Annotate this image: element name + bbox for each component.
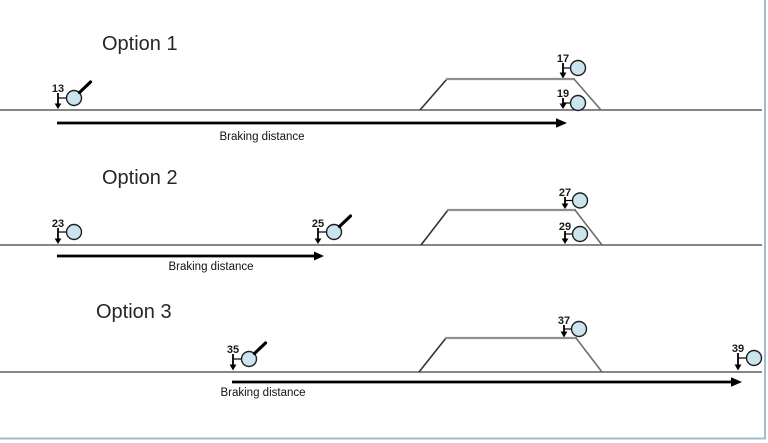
braking-distance-label: Braking distance xyxy=(168,261,253,273)
signal-location-arrowhead-icon xyxy=(54,103,62,109)
braking-distance-1: Braking distance xyxy=(57,118,567,143)
signal-13: 13 xyxy=(52,80,93,109)
signal-head-icon xyxy=(325,223,343,241)
loop-exit-turnout xyxy=(573,78,602,111)
signal-35: 35 xyxy=(227,341,268,371)
route-feather-icon xyxy=(337,214,353,229)
passing-loop xyxy=(420,208,603,246)
signal-head-icon xyxy=(745,349,763,367)
signal-head-icon xyxy=(65,89,83,107)
signal-17: 17 xyxy=(557,53,587,79)
signal-37: 37 xyxy=(558,315,588,338)
option-3-title: Option 3 xyxy=(96,301,172,323)
signal-head-icon xyxy=(569,94,587,112)
signal-25: 25 xyxy=(312,214,353,244)
signal-39: 39 xyxy=(732,343,763,371)
signal-number: 35 xyxy=(227,344,239,356)
braking-distance-3: Braking distance xyxy=(220,377,742,399)
route-feather-icon xyxy=(77,80,93,95)
signal-number: 23 xyxy=(52,218,64,230)
signal-head-icon xyxy=(240,350,258,368)
loop-entry-turnout xyxy=(418,337,447,373)
braking-distance-arrowhead-icon xyxy=(731,377,742,387)
signal-number: 27 xyxy=(559,187,571,199)
signal-number: 13 xyxy=(52,83,64,95)
signal-23: 23 xyxy=(52,218,83,244)
signal-head-icon xyxy=(571,192,589,209)
signal-location-arrowhead-icon xyxy=(314,238,322,244)
signal-location-arrowhead-icon xyxy=(559,103,567,109)
signal-29: 29 xyxy=(559,221,589,244)
signal-location-arrowhead-icon xyxy=(54,238,62,244)
signal-head-icon xyxy=(569,59,587,77)
passing-loop xyxy=(418,336,603,373)
signal-number: 17 xyxy=(557,53,569,65)
loop-entry-turnout xyxy=(419,78,448,111)
option-2-title: Option 2 xyxy=(102,167,178,189)
braking-distance-arrowhead-icon xyxy=(314,251,324,261)
route-feather-icon xyxy=(252,341,268,356)
braking-distance-label: Braking distance xyxy=(220,387,305,399)
option-1-section: Option 1 13 17 19 xyxy=(0,33,762,143)
signal-location-arrowhead-icon xyxy=(559,72,567,79)
signal-head-icon xyxy=(65,223,83,241)
option-3-section: Option 3 35 37 39 xyxy=(0,301,763,399)
signal-27: 27 xyxy=(559,187,589,209)
signal-19: 19 xyxy=(557,88,587,112)
loop-exit-turnout xyxy=(575,337,603,373)
loop-exit-turnout xyxy=(574,209,603,246)
signal-number: 29 xyxy=(559,221,571,233)
signal-location-arrowhead-icon xyxy=(561,238,569,244)
signal-location-arrowhead-icon xyxy=(734,364,742,371)
option-1-title: Option 1 xyxy=(102,33,178,55)
signal-number: 19 xyxy=(557,88,569,100)
signal-head-icon xyxy=(570,320,588,338)
signal-number: 39 xyxy=(732,343,744,355)
signal-number: 25 xyxy=(312,218,324,230)
signal-location-arrowhead-icon xyxy=(229,364,237,371)
signal-location-arrowhead-icon xyxy=(561,203,569,209)
option-2-section: Option 2 23 25 27 xyxy=(0,167,762,273)
signal-location-arrowhead-icon xyxy=(560,331,568,338)
braking-distance-2: Braking distance xyxy=(57,251,324,273)
braking-distance-arrowhead-icon xyxy=(556,118,567,128)
signal-number: 37 xyxy=(558,315,570,327)
signal-head-icon xyxy=(571,225,589,243)
passing-loop xyxy=(419,77,602,111)
loop-entry-turnout xyxy=(420,209,449,246)
braking-distance-label: Braking distance xyxy=(219,131,304,143)
